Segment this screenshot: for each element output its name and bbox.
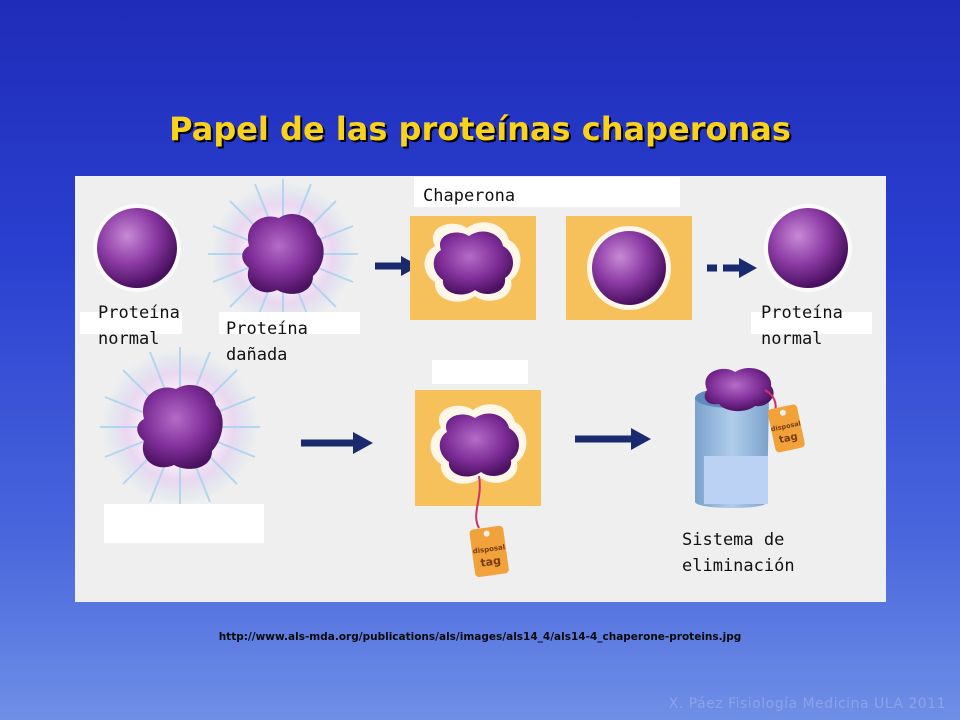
label-box-normal-right	[751, 312, 872, 334]
chaperone-diagram: disposal tag disposal tag	[93, 179, 852, 578]
label-box-middle	[432, 360, 528, 384]
label-box-bottom-left	[104, 504, 264, 543]
svg-text:tag: tag	[778, 431, 799, 446]
arrow-4	[575, 428, 651, 450]
label-damaged: Proteína dañada	[226, 319, 308, 365]
chaperone-box-2	[566, 216, 692, 320]
chaperone-box-3: disposal tag	[415, 390, 541, 578]
chaperone-box-1	[410, 216, 536, 320]
bin-label-patch	[704, 456, 768, 504]
normal-protein-right	[764, 204, 852, 292]
svg-text:tag: tag	[480, 554, 502, 570]
diagram-panel: disposal tag disposal tag	[75, 176, 886, 602]
normal-protein-left	[93, 204, 181, 292]
source-url: http://www.als-mda.org/publications/als/…	[218, 631, 742, 643]
label-normal-left: Proteína normal	[98, 303, 180, 349]
damaged-protein-top	[208, 179, 358, 329]
tag-icon: disposal tag	[469, 525, 509, 578]
label-box-normal-left	[80, 312, 182, 334]
damaged-protein-bottom	[100, 347, 260, 507]
label-chaperone: Chaperona	[423, 186, 516, 206]
arrow-2	[707, 258, 757, 278]
tag-icon: disposal tag	[767, 404, 805, 453]
footer-credit: X. Páez Fisiología Medicina ULA 2011	[668, 696, 946, 712]
slide-title: Papel de las proteínas chaperonas	[169, 110, 791, 148]
label-elimination: Sistema de eliminación	[682, 530, 795, 576]
label-normal-right: Proteína normal	[761, 303, 843, 349]
label-box-chaperone	[414, 177, 680, 207]
arrow-3	[301, 432, 373, 454]
label-box-damaged	[219, 312, 360, 334]
